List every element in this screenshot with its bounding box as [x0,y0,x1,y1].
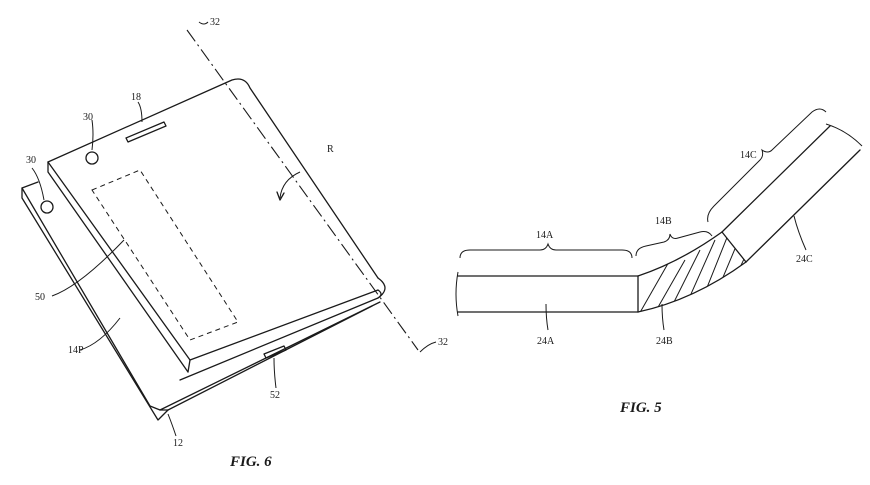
upper-panel-bottom-outline [47,161,379,361]
label-axis-bottom: 32 [438,337,448,348]
label-housing: 12 [173,438,183,449]
label-section-a: 14A [536,230,554,241]
fold-axis-line [186,29,419,351]
display-area-outline [91,169,239,341]
connector-52 [263,345,287,359]
label-connector: 52 [270,390,280,401]
section-c-break [825,123,863,147]
label-section-b: 14B [655,216,672,227]
camera-top [85,151,99,165]
leader-14P [79,317,121,351]
label-camera-left: 30 [26,155,36,166]
label-layer-c: 24C [796,254,813,265]
leader-32-bottom [419,341,437,353]
section-b-top [637,231,723,277]
region-arrow [279,171,301,199]
section-b-bottom [637,261,747,313]
label-button: 18 [131,92,141,103]
hinge-bend [179,277,386,381]
leader-30-left [31,167,45,201]
upper-panel-top-outline [47,78,379,279]
leader-52 [273,357,277,389]
section-a-break [455,271,459,317]
bend-hatching [638,232,746,312]
leader-24a [545,303,549,331]
brace-14a [459,242,633,259]
leader-24c [793,215,807,251]
label-region: R [327,144,334,155]
leader-12 [167,413,177,437]
section-c-bottom [745,149,861,263]
fig6-drawing: 32 18 30 R 30 50 14P 52 12 32 FIG. 6 [21,17,448,470]
leader-18 [137,101,143,123]
section-c-top [721,125,831,233]
brace-14c [707,108,827,223]
section-bc-divider [721,231,747,263]
leader-32-top [198,21,209,25]
upper-panel-corner [187,359,191,373]
label-layer-a: 24A [537,336,555,347]
button-18 [125,121,167,143]
label-section-c: 14C [740,150,757,161]
fig6-title: FIG. 6 [229,454,272,470]
lower-panel-edge [21,187,169,421]
lower-panel-front-edge [167,305,373,411]
leader-30-top [91,119,94,151]
fig5-title: FIG. 5 [619,400,662,416]
hinge-inner [377,289,382,299]
region-arrowhead [276,191,285,201]
camera-left [40,200,54,214]
lower-panel-outline [21,181,381,411]
leader-24b [661,303,665,331]
brace-14b [635,231,713,257]
label-display-area: 50 [35,292,45,303]
label-camera-top: 30 [83,112,93,123]
leader-50 [51,239,125,297]
label-layer-b: 24B [656,336,673,347]
label-panel: 14P [68,345,84,356]
label-axis-top: 32 [210,17,220,28]
upper-panel-side [47,161,189,373]
fig5-drawing: 14A 14B 14C 24A 24B 24C FIG. 5 [455,108,863,416]
